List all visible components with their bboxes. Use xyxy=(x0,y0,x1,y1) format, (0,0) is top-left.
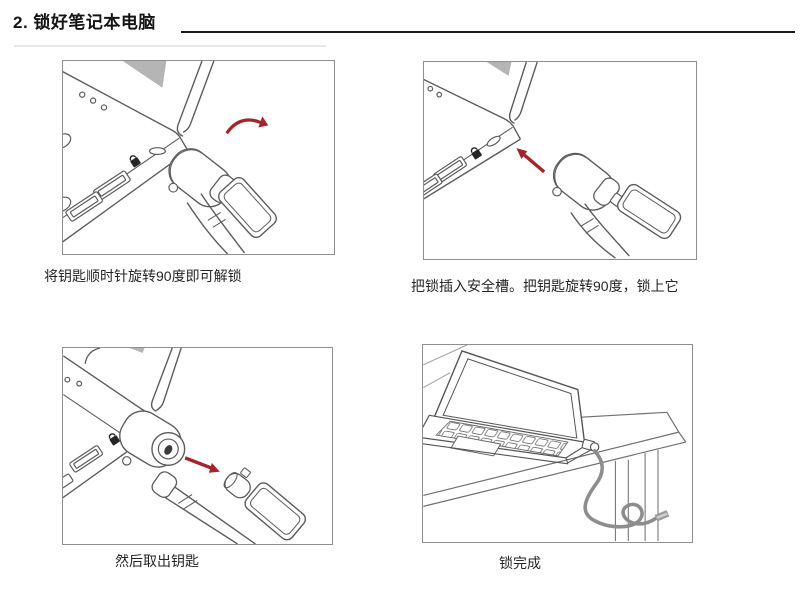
cable-lock-icon xyxy=(168,148,277,254)
trackpad xyxy=(450,435,502,457)
step-caption-unlock: 将钥匙顺时针旋转90度即可解锁 xyxy=(44,268,242,284)
rubber-feet-icons xyxy=(427,85,443,98)
screen-shade xyxy=(129,348,145,353)
oval-port-icon xyxy=(148,147,166,156)
step-caption-remove-key: 然后取出钥匙 xyxy=(115,553,199,569)
usb-ports-icon xyxy=(424,156,467,200)
screen-shade xyxy=(122,61,167,88)
laptop-lid-icon xyxy=(84,348,182,412)
usb-ports-icon xyxy=(63,445,104,490)
laptop-base-icon xyxy=(63,71,189,243)
key-icon xyxy=(218,176,277,238)
illustration-unlock-rotate xyxy=(63,61,277,254)
rubber-feet-icons xyxy=(64,376,83,387)
cable-lock-icon xyxy=(552,152,682,259)
step-caption-insert: 把锁插入安全槽。把钥匙旋转90度，锁上它 xyxy=(411,278,679,294)
remove-arrow-icon xyxy=(184,456,220,473)
screen-shade xyxy=(486,62,512,76)
oval-port-icon xyxy=(486,135,501,147)
laptop-lid-icon xyxy=(508,62,538,125)
usb-ports-icon xyxy=(65,170,131,222)
attached-lock-icon xyxy=(581,439,600,452)
step-caption-complete: 锁完成 xyxy=(499,555,541,571)
illustration-remove-key xyxy=(63,348,306,544)
page-title: 2. 锁好笔记本电脑 xyxy=(13,13,156,32)
laptop-base-icon xyxy=(424,78,522,200)
laptop-base-icon xyxy=(63,355,151,499)
screen-bezel xyxy=(442,358,578,439)
key-icon xyxy=(223,467,306,541)
illustration-locked-desk xyxy=(423,345,687,542)
rotate-arrow-icon xyxy=(225,116,269,135)
key-icon xyxy=(616,183,682,240)
step-panel-complete xyxy=(422,344,693,543)
laptop-icon xyxy=(423,350,600,465)
faint-scan-line xyxy=(14,45,326,47)
cable-icon xyxy=(157,484,256,544)
title-underline xyxy=(181,31,795,33)
keyhole-icon xyxy=(164,445,173,455)
cable-icon xyxy=(570,203,630,259)
step-panel-insert xyxy=(423,61,697,260)
cable-icon xyxy=(186,193,246,254)
step-panel-unlock xyxy=(62,60,335,255)
rubber-feet-icons xyxy=(63,91,108,213)
step-panel-remove-key xyxy=(62,347,333,545)
cable-icon xyxy=(583,449,670,529)
keyboard-keys xyxy=(435,420,569,457)
illustration-insert-lock xyxy=(424,62,682,259)
security-slot-icon xyxy=(108,433,120,446)
insert-arrow-icon xyxy=(516,148,546,174)
wall-lines xyxy=(423,345,468,389)
cable-lock-icon xyxy=(119,410,256,544)
security-slot-icon xyxy=(470,147,482,160)
security-slot-icon xyxy=(129,155,141,168)
laptop-lid-icon xyxy=(176,61,215,137)
